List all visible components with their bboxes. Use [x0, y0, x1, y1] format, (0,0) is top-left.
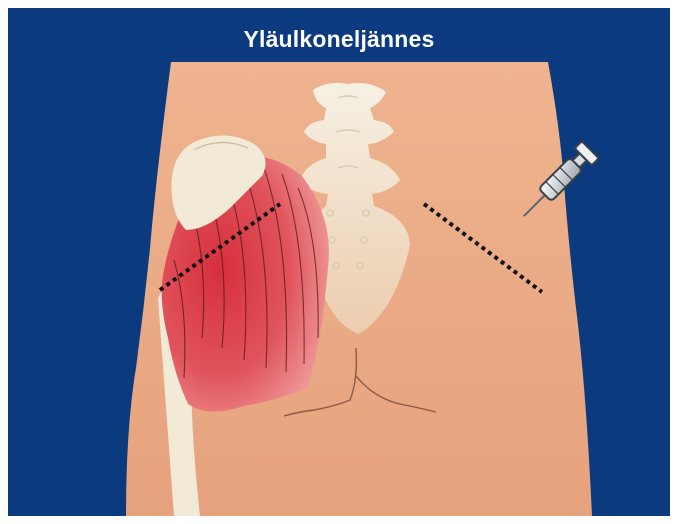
diagram-title: Yläulkoneljännes	[8, 26, 670, 53]
illustration-panel: Yläulkoneljännes	[8, 8, 670, 516]
gluteal-diagram	[8, 8, 670, 516]
